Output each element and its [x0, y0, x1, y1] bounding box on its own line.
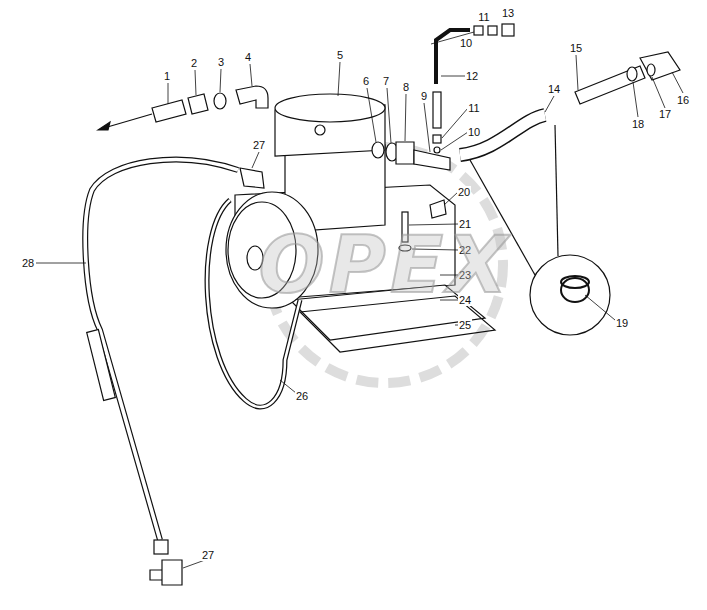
washer-10 [474, 26, 483, 35]
detail-line [555, 125, 558, 256]
callout-number: 17 [658, 108, 672, 120]
hose-14 [460, 115, 545, 155]
ring-17 [647, 64, 655, 76]
watermark: OPEX [259, 225, 512, 305]
fitting-part [240, 168, 264, 188]
callout-number: 13 [501, 7, 515, 19]
callout-number: 10 [459, 37, 473, 49]
fitting-part [150, 560, 182, 585]
callout-number: 14 [547, 83, 561, 95]
pipe-9 [414, 150, 450, 170]
callout-number: 9 [420, 90, 428, 102]
callout-number: 11 [477, 11, 490, 23]
callout-number: 5 [336, 49, 344, 61]
ring-part [214, 93, 226, 109]
fitting-13 [502, 24, 514, 36]
detail-circle [530, 255, 610, 335]
pipe-15 [575, 66, 645, 104]
callout-number: 18 [631, 118, 645, 130]
callout-number: 11 [467, 102, 480, 114]
tube-12-lower [433, 92, 441, 128]
callout-number: 26 [295, 390, 309, 402]
callout-number: 19 [615, 317, 629, 329]
nut-11 [488, 26, 497, 35]
ring-18 [627, 67, 637, 81]
pipe-nut [154, 540, 168, 554]
callout-number: 20 [457, 186, 471, 198]
callout-number: 16 [676, 94, 690, 106]
union-part [396, 142, 414, 164]
callout-number: 8 [402, 81, 410, 93]
callout-number: 28 [21, 257, 35, 269]
callout-number: 27 [252, 139, 266, 151]
clamp-19 [561, 278, 589, 302]
callout-number: 27 [201, 549, 215, 561]
callout-number: 2 [190, 57, 198, 69]
nut-11 [433, 135, 441, 143]
pipe-sleeve [87, 330, 116, 401]
fitting-20 [430, 200, 446, 218]
leader-lines [36, 32, 683, 568]
callout-number: 12 [465, 70, 479, 82]
flow-arrow [104, 114, 152, 128]
nut-part [188, 94, 208, 114]
callout-number: 25 [458, 319, 472, 331]
callout-number: 3 [217, 56, 225, 68]
elbow-part [236, 86, 268, 108]
seal-part [372, 142, 384, 158]
callout-number: 1 [163, 70, 171, 82]
head-port [315, 125, 325, 135]
callout-number: 10 [467, 126, 481, 138]
clamp-19 [561, 276, 589, 288]
callout-number: 7 [382, 75, 390, 87]
hose-14-inner [460, 115, 545, 155]
callout-number: 15 [569, 42, 583, 54]
callout-number: 6 [362, 75, 370, 87]
arrow-head [98, 122, 110, 130]
washer-10 [434, 147, 440, 153]
pipe-part [152, 100, 186, 122]
callout-number: 4 [244, 51, 252, 63]
